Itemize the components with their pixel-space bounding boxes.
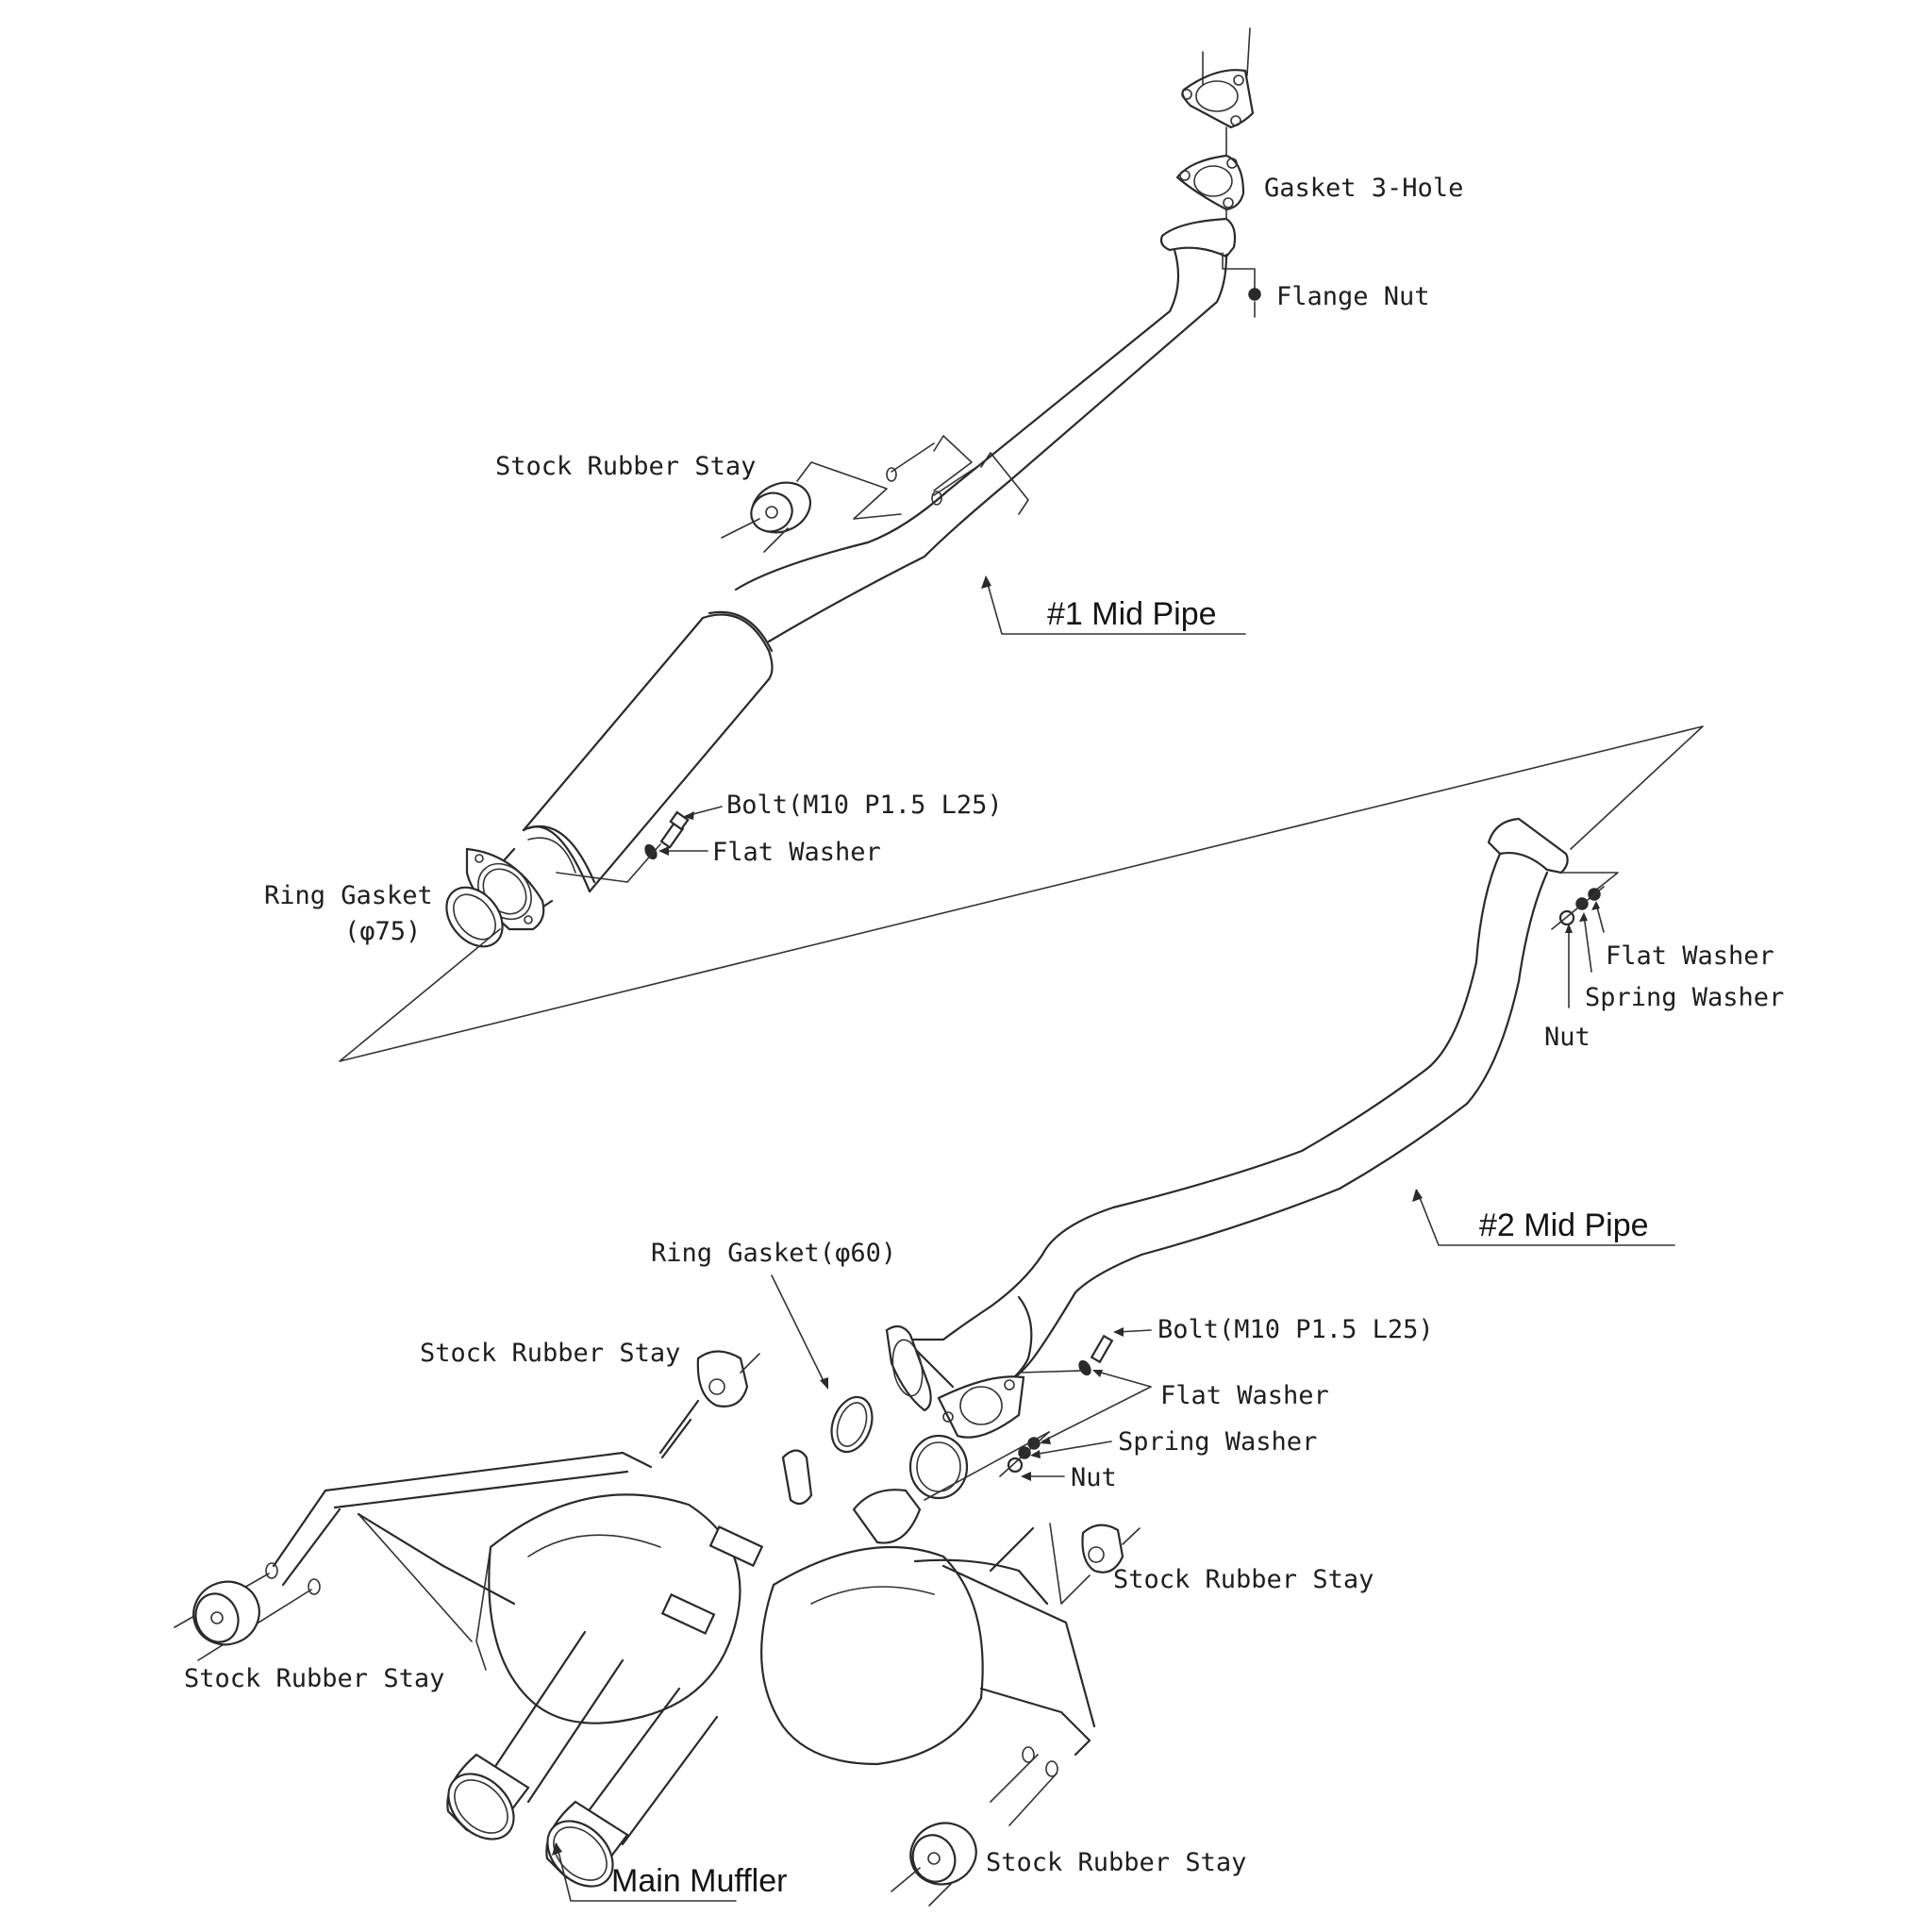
tailpipe-right bbox=[545, 1687, 719, 1888]
flange-nut-icon bbox=[1248, 288, 1261, 318]
label-stock-rubber-stay-4: Stock Rubber Stay bbox=[184, 1664, 444, 1693]
label-stock-rubber-stay-1: Stock Rubber Stay bbox=[495, 452, 756, 481]
label-bolt-1: Bolt(M10 P1.5 L25) bbox=[726, 791, 1003, 820]
label-ring-gasket-60: Ring Gasket(φ60) bbox=[651, 1239, 896, 1268]
label-bolt-3: Bolt(M10 P1.5 L25) bbox=[1158, 1315, 1434, 1344]
title-mid-pipe-2: #2 Mid Pipe bbox=[1479, 1208, 1649, 1243]
mid-pipe-1-resonator bbox=[465, 610, 774, 931]
title-mid-pipe-1: #1 Mid Pipe bbox=[1047, 596, 1217, 632]
gasket-3-hole bbox=[1175, 126, 1245, 211]
label-flat-washer-1: Flat Washer bbox=[712, 838, 881, 867]
mid-pipe-1-inlet-flange bbox=[1159, 217, 1237, 258]
upstream-flange bbox=[1181, 27, 1255, 129]
bolt-icon bbox=[659, 810, 690, 849]
mid-pipe-2-inlet-flange bbox=[1487, 817, 1569, 874]
rubber-stay-icon bbox=[192, 1580, 260, 1646]
mid-pipe-2-outlet-flange-right bbox=[937, 1375, 1025, 1439]
ring-gasket-75 bbox=[445, 886, 504, 948]
label-stock-rubber-stay-2: Stock Rubber Stay bbox=[420, 1339, 680, 1368]
leader-mid-pipe-1 bbox=[985, 576, 1246, 635]
label-nut-2: Nut bbox=[1544, 1023, 1591, 1052]
leader-main-muffler bbox=[556, 1843, 737, 1902]
mid-pipe-1-upper-edge bbox=[734, 248, 1180, 591]
main-muffler-assembly bbox=[174, 1350, 1141, 1907]
label-ring-gasket-75-line1: Ring Gasket bbox=[264, 881, 433, 910]
assembly-guide-line bbox=[339, 725, 1704, 1062]
label-flat-washer-2: Flat Washer bbox=[1606, 941, 1774, 971]
leader-mid-pipe-2 bbox=[1416, 1190, 1675, 1246]
label-stock-rubber-stay-5: Stock Rubber Stay bbox=[986, 1848, 1246, 1877]
label-stock-rubber-stay-3: Stock Rubber Stay bbox=[1113, 1565, 1374, 1594]
mid-pipe-2-assembly bbox=[830, 817, 1619, 1501]
rubber-stay-icon bbox=[658, 1350, 760, 1459]
label-ring-gasket-75-line2: (φ75) bbox=[344, 917, 421, 946]
washer-icon bbox=[1078, 1359, 1091, 1376]
label-gasket-3-hole: Gasket 3-Hole bbox=[1264, 174, 1463, 203]
mid-pipe-2-outlet-flange-left bbox=[885, 1324, 932, 1412]
labels: Gasket 3-Hole Flange Nut Stock Rubber St… bbox=[184, 174, 1784, 1902]
tailpipe-left bbox=[446, 1630, 625, 1840]
label-nut-3: Nut bbox=[1071, 1463, 1117, 1492]
rubber-stay-icon bbox=[891, 1822, 977, 1907]
title-main-muffler: Main Muffler bbox=[611, 1863, 787, 1899]
bolt-icon bbox=[1090, 1334, 1114, 1364]
label-spring-washer-2: Spring Washer bbox=[1585, 983, 1784, 1012]
rubber-stay-icon bbox=[721, 461, 902, 553]
label-flat-washer-3: Flat Washer bbox=[1160, 1381, 1329, 1410]
mid-pipe-1-lower-edge bbox=[767, 253, 1228, 643]
washer-icon bbox=[644, 843, 658, 860]
mid-pipe-1-assembly bbox=[445, 27, 1261, 948]
ring-gasket-60-second bbox=[908, 1434, 969, 1500]
label-flange-nut: Flange Nut bbox=[1276, 282, 1430, 311]
rubber-stay-icon bbox=[989, 1523, 1141, 1605]
ring-gasket-60 bbox=[830, 1395, 874, 1454]
label-spring-washer-3: Spring Washer bbox=[1118, 1427, 1317, 1457]
nut-washer-stack bbox=[1551, 886, 1605, 930]
nut-washer-stack bbox=[999, 1431, 1050, 1477]
